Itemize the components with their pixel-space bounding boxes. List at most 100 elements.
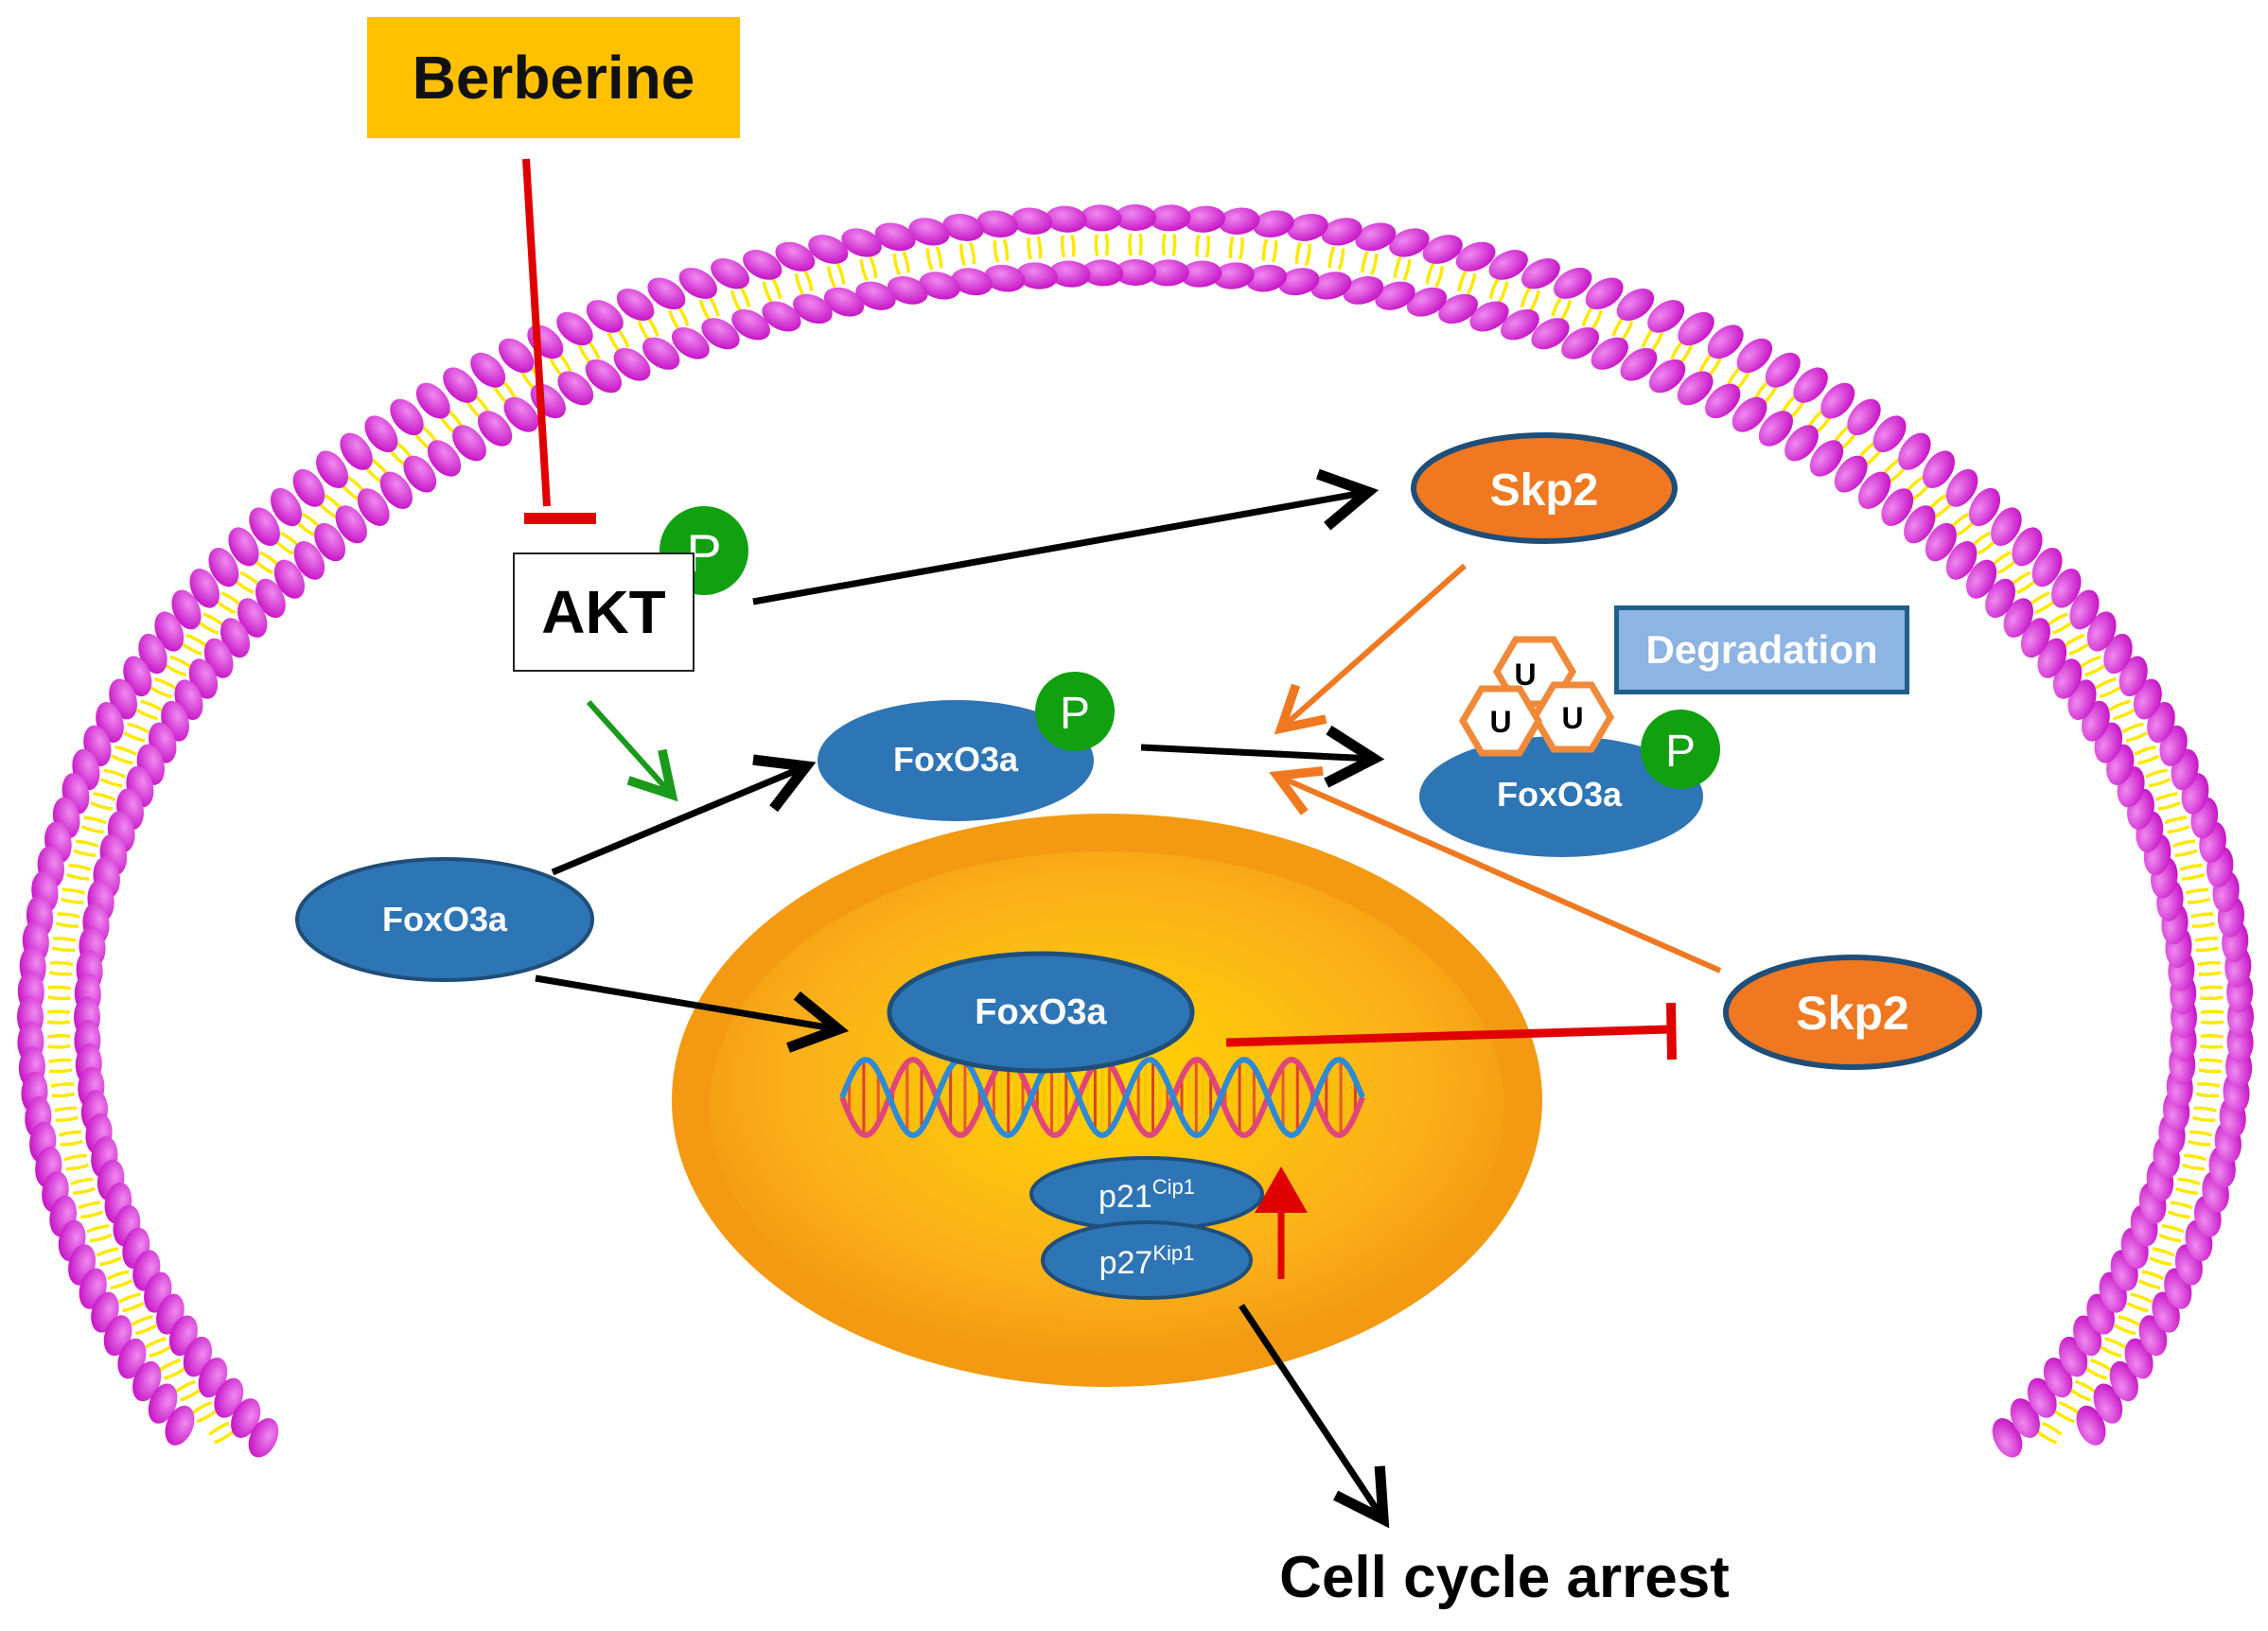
- lipid-head: [1321, 218, 1363, 246]
- lipid-head: [357, 488, 390, 526]
- lipid-tail: [2064, 633, 2085, 647]
- lipid-tail: [208, 1421, 230, 1436]
- lipid-tail: [213, 1429, 236, 1445]
- lipid-tail: [2167, 1210, 2190, 1219]
- lipid-tail: [2194, 937, 2218, 942]
- lipid-tail: [2190, 912, 2214, 919]
- lipid-tail: [2174, 849, 2198, 857]
- lipid-head: [2076, 1405, 2106, 1446]
- lipid-head: [231, 1398, 261, 1438]
- lipid-tail: [98, 1256, 122, 1267]
- lipid-tail: [301, 512, 322, 529]
- lipid-tail: [2171, 839, 2196, 849]
- foxo3a-ubiquitinated-label: FoxO3a: [1497, 775, 1623, 814]
- lipid-tail: [2170, 1201, 2193, 1210]
- lipid-tail: [2113, 1324, 2136, 1336]
- lipid-tail: [2185, 887, 2209, 895]
- lipid-tail: [2177, 1177, 2201, 1185]
- lipid-head: [214, 1377, 244, 1418]
- lipid-tail: [259, 551, 280, 567]
- p27-label: p27Kip1: [1099, 1241, 1195, 1281]
- lipid-tail: [1949, 512, 1970, 529]
- lipid-tail: [2184, 1153, 2207, 1162]
- lipid-tail: [1649, 332, 1664, 354]
- lipid-head: [1287, 213, 1328, 241]
- lipid-head: [1898, 432, 1931, 470]
- lipid-tail: [2094, 676, 2117, 690]
- lipid-head: [711, 258, 750, 289]
- lipid-tail: [2161, 1223, 2185, 1234]
- lipid-tail: [2167, 825, 2190, 834]
- lipid-tail: [1620, 320, 1634, 342]
- lipid-tail: [762, 281, 773, 304]
- lipid-tail: [446, 409, 464, 429]
- lipid-tail: [135, 708, 159, 721]
- lipid-tail: [134, 1324, 158, 1336]
- lipid-tail: [1679, 344, 1694, 365]
- lipid-tail: [1977, 538, 1997, 555]
- lipid-head: [616, 288, 655, 322]
- lipid-tail: [1361, 251, 1369, 273]
- lipid-tail: [75, 839, 99, 849]
- lipid-tail: [2125, 731, 2148, 743]
- p21-label: p21Cip1: [1099, 1175, 1195, 1215]
- lipid-head: [427, 440, 462, 477]
- lipid-tail: [2051, 621, 2074, 635]
- lipid-tail: [47, 985, 72, 991]
- lipid-head: [1707, 324, 1744, 360]
- lipid-head: [1310, 272, 1352, 300]
- lipid-tail: [114, 745, 137, 756]
- lipid-head: [470, 352, 506, 388]
- lipid-tail: [2108, 699, 2131, 711]
- lipid-tail: [1402, 259, 1412, 282]
- lipid-head: [1245, 264, 1288, 292]
- lipid-head: [443, 367, 478, 403]
- lipid-tail: [1070, 234, 1076, 257]
- lipid-tail: [892, 253, 902, 276]
- skp2-lower: Skp2: [1723, 955, 1982, 1070]
- arrow-akt-to-foxo3a: [586, 699, 678, 802]
- lipid-head: [823, 287, 865, 317]
- lipid-tail: [2197, 960, 2222, 967]
- lipid-tail: [1369, 253, 1379, 276]
- akt-label: AKT: [513, 552, 694, 672]
- lipid-tail: [190, 1400, 213, 1415]
- lipid-tail: [93, 792, 116, 802]
- lipid-head: [671, 326, 710, 360]
- arrow-skp2-upper-to-foxo3a: [1274, 563, 1467, 735]
- lipid-head: [1758, 411, 1794, 447]
- lipid-tail: [2191, 1115, 2216, 1122]
- lipid-tail: [174, 1379, 197, 1394]
- lipid-head: [1469, 301, 1509, 332]
- lipid-head: [586, 300, 624, 333]
- lipid-tail: [1807, 409, 1825, 429]
- lipid-tail: [1327, 246, 1336, 269]
- lipid-tail: [492, 385, 509, 405]
- lipid-tail: [2141, 1270, 2165, 1281]
- lipid-tail: [2200, 1020, 2224, 1025]
- lipid-tail: [2099, 686, 2121, 699]
- lipid-tail: [110, 1279, 133, 1289]
- lipid-head: [1857, 471, 1891, 509]
- lipid-tail: [2149, 1256, 2172, 1267]
- lipid-head: [585, 359, 623, 394]
- lipid-head: [1531, 318, 1570, 350]
- lipid-tail: [1991, 551, 2012, 567]
- nucleus: [672, 814, 1542, 1387]
- lipid-head: [1422, 235, 1463, 264]
- lipid-head: [2119, 656, 2148, 697]
- lipid-tail: [2154, 792, 2178, 802]
- lipid-tail: [2200, 995, 2224, 1001]
- lipid-tail: [1881, 458, 1901, 476]
- lipid-head: [2012, 527, 2043, 567]
- lipid-head: [270, 487, 303, 527]
- lipid-head: [189, 569, 220, 608]
- ubiquitin-icon-2: U: [1489, 705, 1511, 739]
- lipid-head: [762, 301, 801, 332]
- lipid-head: [148, 1383, 178, 1424]
- lipid-tail: [1060, 235, 1066, 258]
- lipid-head: [1820, 382, 1855, 419]
- lipid-tail: [159, 1358, 182, 1372]
